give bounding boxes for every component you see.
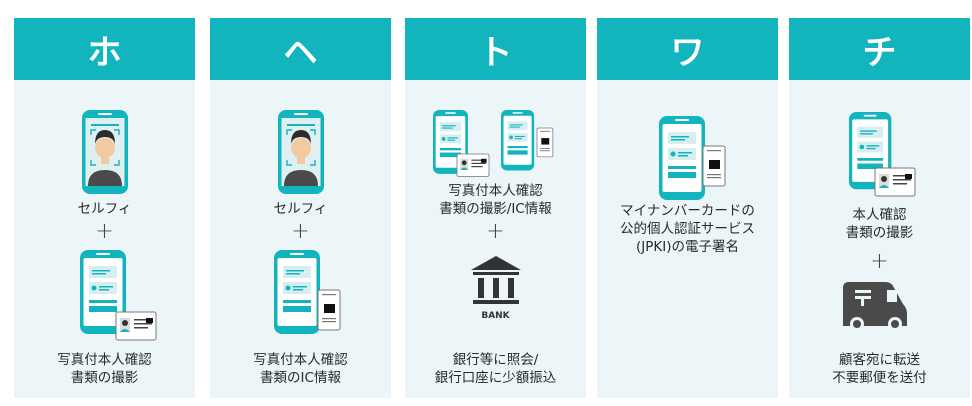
bottom-caption: 銀行等に照会/ 銀行口座に少額振込 [434,352,557,386]
phone-selfie-icon [278,110,324,194]
postal-truck-icon [843,282,907,331]
column-ho: ホ セルフィ + 写真付本人確認 書類の撮影 [14,18,195,398]
phone-id-card-icon [433,110,490,177]
plus-sign: + [870,249,889,274]
top-caption: 本人確認 書類の撮影 [845,207,914,241]
column-to: ト 写真付本人確認 書類の撮影/IC情報 + BANK 銀行等に照会/ 銀行口座… [405,18,586,398]
plus-sign: + [291,219,310,244]
column-chi: チ 本人確認 書類の撮影 + 顧客宛に転送 不要郵便を送付 [789,18,970,398]
column-header: ホ [14,18,195,80]
column-header: ト [405,18,586,80]
column-header: ワ [597,18,778,80]
bottom-caption: 写真付本人確認 書類のIC情報 [253,352,348,386]
bank-icon [471,256,521,304]
column-he: ヘ セルフィ + 写真付本人確認 書類のIC情報 [210,18,391,398]
phone-id-card-icon [80,250,157,341]
bottom-caption: 顧客宛に転送 不要郵便を送付 [832,352,927,386]
phone-ic-card-icon [501,110,554,174]
top-caption: 写真付本人確認 書類の撮影/IC情報 [439,183,552,217]
bottom-caption: 写真付本人確認 書類の撮影 [57,352,152,386]
phone-ic-card-icon [274,250,341,340]
column-header: チ [789,18,970,80]
phone-ic-card-icon [659,116,726,206]
column-header: ヘ [210,18,391,80]
top-caption: セルフィ [77,201,132,217]
phone-id-card-icon [849,112,916,197]
bank-label: BANK [481,311,510,321]
plus-sign: + [95,219,114,244]
phone-selfie-icon [82,110,128,194]
column-wa: ワ マイナンバーカードの 公的個人認証サービス (JPKI)の電子署名 [597,18,778,398]
top-caption: マイナンバーカードの 公的個人認証サービス (JPKI)の電子署名 [620,203,755,255]
top-caption: セルフィ [273,201,328,217]
plus-sign: + [486,219,505,244]
